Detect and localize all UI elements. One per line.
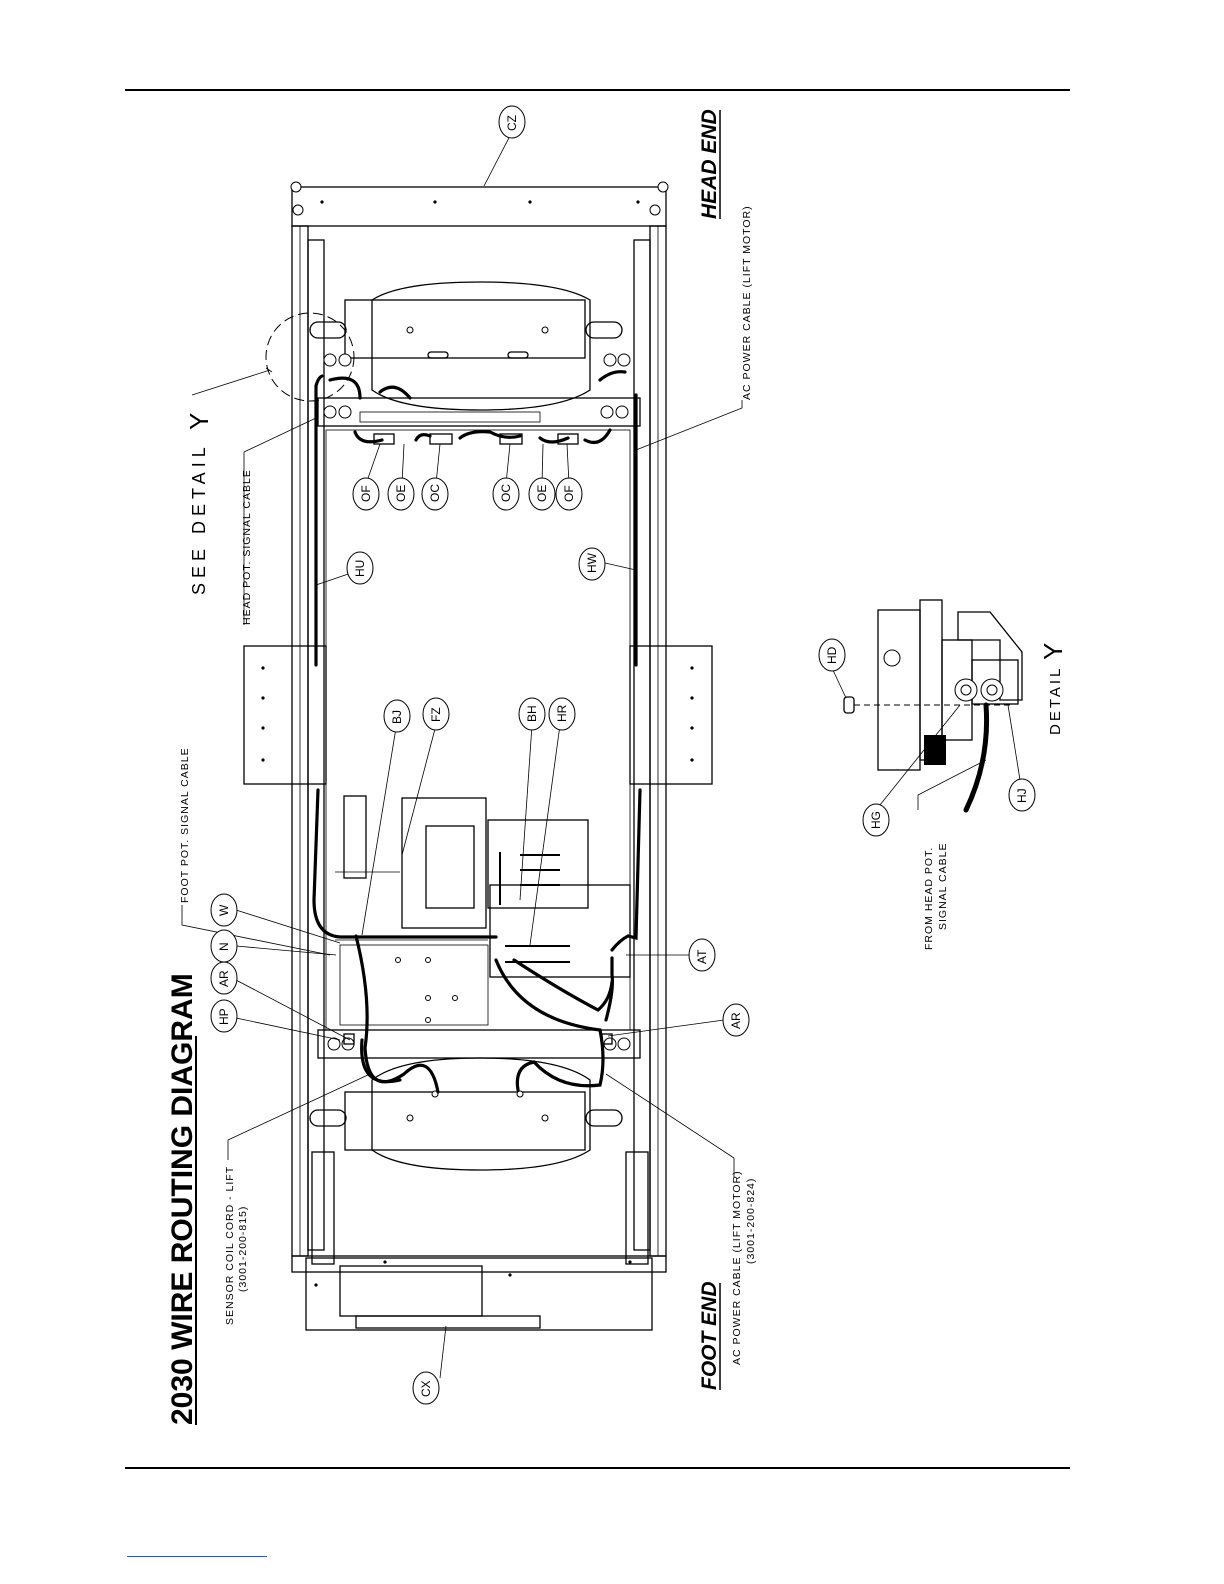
connectors bbox=[343, 433, 613, 1045]
svg-text:FOOT END: FOOT END bbox=[698, 1282, 721, 1391]
callout-oc-1: OC bbox=[421, 477, 449, 511]
svg-text:AR: AR bbox=[729, 1012, 743, 1029]
bed-frame bbox=[243, 181, 713, 1331]
foot-wiring-loop bbox=[354, 934, 440, 1094]
callout-ar-1: AR bbox=[210, 961, 238, 995]
svg-text:HD: HD bbox=[825, 646, 839, 664]
svg-text:OF: OF bbox=[359, 485, 373, 502]
callout-oc-2: OC bbox=[492, 477, 520, 511]
svg-text:OE: OE bbox=[535, 485, 549, 502]
svg-text:AR: AR bbox=[217, 970, 231, 987]
callout-of-2: OF bbox=[555, 477, 583, 511]
ac-power-cable-foot-note-line2: (3001-200-824) bbox=[745, 1178, 757, 1264]
cables bbox=[312, 370, 642, 1094]
svg-text:HJ: HJ bbox=[1015, 788, 1029, 803]
foot-pot-signal-cable bbox=[312, 788, 498, 939]
callout-n: N bbox=[210, 929, 238, 963]
ac-power-cable-head-note: AC POWER CABLE (LIFT MOTOR) bbox=[741, 205, 753, 400]
header-rule bbox=[125, 89, 1070, 91]
ac-power-cable-foot-note-line1: AC POWER CABLE (LIFT MOTOR) bbox=[731, 1170, 743, 1365]
footer-link-underline bbox=[127, 1556, 267, 1557]
svg-text:HEAD END: HEAD END bbox=[698, 109, 721, 219]
see-detail-text: SEE DETAIL bbox=[189, 442, 209, 595]
svg-text:OE: OE bbox=[394, 485, 408, 502]
callout-hu: HU bbox=[346, 551, 374, 585]
callout-at: AT bbox=[688, 938, 716, 972]
svg-text:HW: HW bbox=[585, 552, 599, 573]
callout-hr: HR bbox=[548, 697, 576, 731]
head-pot-signal-cable-end bbox=[314, 374, 324, 388]
svg-text:CZ: CZ bbox=[505, 115, 519, 131]
foot-end-label: FOOT END bbox=[698, 1282, 721, 1391]
callout-hg: HG bbox=[862, 803, 890, 837]
see-detail-letter: Y bbox=[184, 413, 214, 430]
callout-bh: BH bbox=[518, 697, 546, 731]
callout-cz: CZ bbox=[498, 105, 526, 139]
svg-text:HP: HP bbox=[217, 1008, 231, 1025]
svg-text:BJ: BJ bbox=[390, 710, 404, 724]
detail-leaders bbox=[831, 667, 1021, 811]
callout-oe-2: OE bbox=[528, 477, 556, 511]
from-head-pot-note-line1: FROM HEAD POT. bbox=[923, 847, 935, 950]
svg-text:HG: HG bbox=[869, 811, 883, 829]
svg-text:2030 WIRE ROUTING DIAGRAM: 2030 WIRE ROUTING DIAGRAM bbox=[166, 973, 199, 1425]
callout-hj: HJ bbox=[1008, 778, 1036, 812]
sensor-coil-cord-note-line1: SENSOR COIL CORD - LIFT bbox=[224, 1166, 236, 1325]
svg-text:HR: HR bbox=[555, 704, 569, 722]
detail-word: DETAIL bbox=[1047, 666, 1064, 735]
svg-text:OC: OC bbox=[499, 484, 513, 502]
leader-lines bbox=[181, 131, 743, 1379]
svg-text:W: W bbox=[217, 904, 231, 916]
foot-pot-signal-cable-note: FOOT POT. SIGNAL CABLE bbox=[179, 747, 191, 903]
svg-text:FZ: FZ bbox=[429, 707, 443, 722]
detail-y-indicator bbox=[265, 312, 355, 402]
detail-letter: Y bbox=[1038, 643, 1068, 660]
svg-text:OC: OC bbox=[428, 484, 442, 502]
callout-bj: BJ bbox=[383, 699, 411, 733]
control-box-cable bbox=[512, 788, 642, 1012]
from-head-pot-note-line2: SIGNAL CABLE bbox=[937, 843, 949, 930]
ac-power-cable-foot-route bbox=[494, 958, 605, 1092]
callout-hp: HP bbox=[210, 999, 238, 1033]
callout-hd: HD bbox=[818, 638, 846, 672]
detail-y-drawing bbox=[843, 599, 1023, 813]
callout-cx: CX bbox=[412, 1371, 440, 1405]
callout-hw: HW bbox=[578, 547, 606, 581]
callout-ar-2: AR bbox=[722, 1003, 750, 1037]
sensor-coil-cord-note-line2: (3001-200-815) bbox=[237, 1206, 249, 1292]
svg-text:N: N bbox=[217, 942, 231, 951]
callout-fz: FZ bbox=[422, 697, 450, 731]
at-cable bbox=[604, 956, 614, 1022]
head-pot-signal-cable-note: HEAD POT. SIGNAL CABLE bbox=[241, 469, 253, 625]
head-connector-harness bbox=[328, 370, 627, 444]
callout-w: W bbox=[210, 893, 238, 927]
diagram-title: 2030 WIRE ROUTING DIAGRAM bbox=[166, 973, 199, 1425]
svg-text:OF: OF bbox=[562, 485, 576, 502]
callout-oe-1: OE bbox=[387, 477, 415, 511]
footer-rule bbox=[125, 1467, 1070, 1469]
svg-text:HU: HU bbox=[353, 560, 367, 577]
callout-of-1: OF bbox=[352, 477, 380, 511]
sensor-coil-cord bbox=[360, 1038, 402, 1084]
svg-text:BH: BH bbox=[525, 705, 539, 722]
svg-text:AT: AT bbox=[695, 949, 709, 964]
head-end-label: HEAD END bbox=[698, 109, 721, 219]
svg-text:CX: CX bbox=[419, 1380, 433, 1397]
